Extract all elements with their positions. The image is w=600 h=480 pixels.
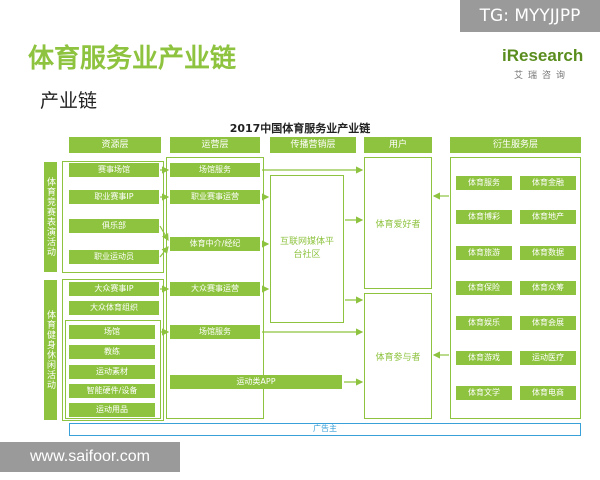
- resource-box: 运动用品: [69, 403, 155, 417]
- site-watermark: www.saifoor.com: [0, 442, 180, 472]
- derivative-box: 体育地产: [520, 210, 576, 224]
- resource-box: 大众体育组织: [69, 301, 159, 315]
- resource-box: 大众赛事IP: [69, 282, 159, 296]
- page-title: 体育服务业产业链: [28, 44, 237, 74]
- advertiser-bar: 广告主: [69, 423, 581, 436]
- column-header-resource: 资源层: [69, 137, 161, 153]
- operation-box: 场馆服务: [170, 163, 260, 177]
- arrow: [159, 246, 169, 258]
- media-label: 互联网媒体平台社区: [279, 237, 334, 260]
- derivative-box: 体育游戏: [456, 351, 512, 365]
- resource-box: 教练: [69, 345, 155, 359]
- page-subtitle: 产业链: [40, 90, 98, 112]
- operation-box: 场馆服务: [170, 325, 260, 339]
- derivative-box: 体育众筹: [520, 281, 576, 295]
- resource-box: 运动素材: [69, 365, 155, 379]
- column-header-media: 传播营销层: [270, 137, 356, 153]
- derivative-box: 体育金融: [520, 176, 576, 190]
- user-label-participants: 体育参与者: [375, 352, 421, 363]
- arrow: [159, 225, 169, 242]
- logo-subtitle: 艾瑞咨询: [514, 71, 571, 81]
- resource-box: 俱乐部: [69, 219, 159, 233]
- diagram-title: 2017中国体育服务业产业链: [229, 122, 371, 135]
- column-header-operation: 运营层: [170, 137, 260, 153]
- user-panel-participants: 体育参与者: [364, 293, 432, 419]
- operation-box: 大众赛事运营: [170, 282, 260, 296]
- derivative-box: 体育服务: [456, 176, 512, 190]
- derivative-box: 体育娱乐: [456, 316, 512, 330]
- derivative-box: 体育保险: [456, 281, 512, 295]
- derivative-box: 体育博彩: [456, 210, 512, 224]
- resource-box: 职业运动员: [69, 250, 159, 264]
- derivative-box: 体育电商: [520, 386, 576, 400]
- left-label-competition: 体育竞赛表演活动: [44, 162, 57, 272]
- media-panel: 互联网媒体平台社区: [270, 175, 344, 323]
- resource-box: 赛事场馆: [69, 163, 159, 177]
- user-label-fans: 体育爱好者: [375, 219, 421, 230]
- resource-box: 智能硬件/设备: [69, 384, 155, 398]
- tg-watermark: TG: MYYJJPP: [460, 0, 600, 32]
- operation-box-app: 运动类APP: [170, 375, 342, 389]
- iresearch-logo: iResearch: [502, 46, 584, 65]
- derivative-box: 运动医疗: [520, 351, 576, 365]
- operation-box: 职业赛事运营: [170, 190, 260, 204]
- derivative-box: 体育旅游: [456, 246, 512, 260]
- user-panel-fans: 体育爱好者: [364, 157, 432, 289]
- derivative-box: 体育文学: [456, 386, 512, 400]
- column-header-users: 用户: [364, 137, 432, 153]
- left-label-fitness: 体育健身休闲活动: [44, 280, 57, 420]
- operation-box: 体育中介/经纪: [170, 237, 260, 251]
- derivative-box: 体育会展: [520, 316, 576, 330]
- column-header-derivative: 衍生服务层: [450, 137, 581, 153]
- resource-box: 场馆: [69, 325, 155, 339]
- resource-box: 职业赛事IP: [69, 190, 159, 204]
- derivative-box: 体育数据: [520, 246, 576, 260]
